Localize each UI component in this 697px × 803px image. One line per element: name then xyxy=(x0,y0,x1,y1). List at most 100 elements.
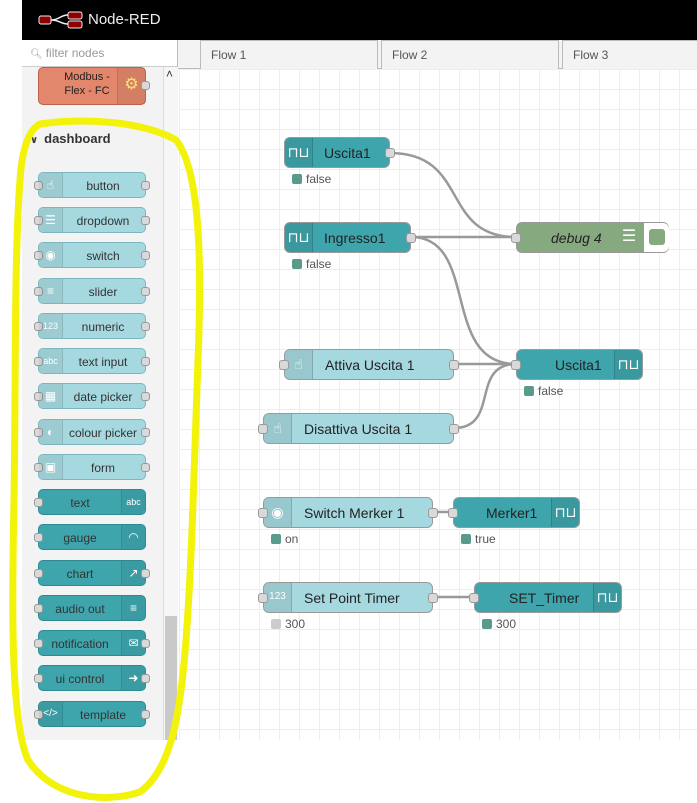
input-port[interactable] xyxy=(34,604,43,613)
debug-toggle-button[interactable] xyxy=(643,223,669,252)
app-header: Node-RED xyxy=(22,0,697,40)
input-port[interactable] xyxy=(34,498,43,507)
tab-flow-2[interactable]: Flow 2 xyxy=(381,40,559,69)
hand-pointer-icon: ☝ xyxy=(285,350,313,379)
search-icon: 🔍︎ xyxy=(30,49,43,60)
text-icon: abc xyxy=(121,490,145,514)
chevron-up-icon[interactable]: ˄ xyxy=(166,67,174,81)
input-port[interactable] xyxy=(34,674,43,683)
flow-node-set-timer[interactable]: SET_Timer ⊓⊔ xyxy=(469,582,622,613)
output-port[interactable] xyxy=(428,508,438,518)
input-port[interactable] xyxy=(258,508,268,518)
gear-icon: ⚙ xyxy=(117,68,145,104)
modbus-node-label: Modbus - Flex - FC xyxy=(64,71,110,97)
flow-node-uscita1-output[interactable]: Uscita1 ⊓⊔ xyxy=(511,349,643,380)
palette-node-modbus-flex-fc[interactable]: Modbus - Flex - FC ⚙ xyxy=(38,67,150,105)
scrollbar-thumb[interactable] xyxy=(165,616,177,740)
toggle-icon: ◉ xyxy=(264,498,292,527)
node-status: false xyxy=(292,172,331,186)
output-port[interactable] xyxy=(428,593,438,603)
input-port[interactable] xyxy=(258,424,268,434)
palette-node-label: template xyxy=(79,708,127,722)
node-status: 300 xyxy=(271,617,305,631)
flow-canvas[interactable] xyxy=(179,69,697,740)
flow-node-disattiva-uscita-1[interactable]: ☝ Disattiva Uscita 1 xyxy=(258,413,459,444)
flow-node-debug-4[interactable]: debug 4 ☰ xyxy=(511,222,669,253)
flow-node-switch-merker-1[interactable]: ◉ Switch Merker 1 xyxy=(258,497,438,528)
output-port[interactable] xyxy=(141,216,150,225)
palette-node-label: colour picker xyxy=(68,426,138,440)
node-label: debug 4 xyxy=(551,230,602,246)
status-text: false xyxy=(538,384,564,398)
output-port[interactable] xyxy=(141,251,150,260)
palette-filter-input[interactable]: 🔍︎filter nodes xyxy=(22,40,177,67)
status-dot xyxy=(292,259,302,269)
input-port[interactable] xyxy=(511,233,521,243)
output-port[interactable] xyxy=(141,181,150,190)
output-port[interactable] xyxy=(141,710,150,719)
palette-node-chart[interactable]: chart ↗ xyxy=(34,560,150,586)
tab-flow-1[interactable]: Flow 1 xyxy=(200,40,378,69)
palette-node-ui-control[interactable]: ui control ➜ xyxy=(34,665,150,691)
input-port[interactable] xyxy=(448,508,458,518)
flow-node-set-point-timer[interactable]: 123 Set Point Timer xyxy=(258,582,438,613)
palette-node-label: form xyxy=(91,461,115,475)
hand-pointer-icon: ☝ xyxy=(39,173,63,197)
flow-node-attiva-uscita-1[interactable]: ☝ Attiva Uscita 1 xyxy=(279,349,459,380)
calendar-icon: ▦ xyxy=(39,384,63,408)
palette-node-notification[interactable]: notification ✉ xyxy=(34,630,150,656)
output-port[interactable] xyxy=(141,674,150,683)
debug-toggle-icon xyxy=(649,229,665,245)
output-port[interactable] xyxy=(406,233,416,243)
palette-node-text[interactable]: text abc xyxy=(34,489,146,515)
palette-node-colour-picker[interactable]: ◐ colour picker xyxy=(34,419,150,445)
node-label: Switch Merker 1 xyxy=(304,505,405,521)
palette-node-label: text xyxy=(70,496,90,510)
flow-node-uscita1-input[interactable]: ⊓⊔ Uscita1 xyxy=(284,137,395,168)
list-icon: ☰ xyxy=(621,228,637,245)
palette-node-switch[interactable]: ◉ switch xyxy=(34,242,150,268)
palette-node-numeric[interactable]: 123 numeric xyxy=(34,313,150,339)
output-port[interactable] xyxy=(141,322,150,331)
palette-node-form[interactable]: ▣ form xyxy=(34,454,150,480)
input-port[interactable] xyxy=(34,569,43,578)
output-port[interactable] xyxy=(385,148,395,158)
output-port[interactable] xyxy=(141,357,150,366)
status-text: 300 xyxy=(496,617,517,631)
palette-node-button[interactable]: ☝ button xyxy=(34,172,150,198)
palette-node-date-picker[interactable]: ▦ date picker xyxy=(34,383,150,409)
palette-node-template[interactable]: </> template xyxy=(34,701,150,727)
code-icon: </> xyxy=(39,702,63,726)
flow-node-ingresso1[interactable]: ⊓⊔ Ingresso1 xyxy=(284,222,416,253)
flow-node-merker1[interactable]: Merker1 ⊓⊔ xyxy=(448,497,580,528)
output-port[interactable] xyxy=(449,424,459,434)
output-port[interactable] xyxy=(449,360,459,370)
palette-node-text-input[interactable]: abc text input xyxy=(34,348,150,374)
output-port[interactable] xyxy=(141,287,150,296)
sliders-icon: ≡ xyxy=(39,279,63,303)
palette-node-audio-out[interactable]: audio out ≡ xyxy=(34,595,146,621)
input-port[interactable] xyxy=(34,639,43,648)
output-port[interactable] xyxy=(141,392,150,401)
output-port[interactable] xyxy=(141,428,150,437)
palette-node-dropdown[interactable]: ☰ dropdown xyxy=(34,207,150,233)
palette-node-label: numeric xyxy=(81,320,125,334)
input-port[interactable] xyxy=(34,533,43,542)
node-status: 300 xyxy=(482,617,516,631)
category-header-dashboard[interactable]: ∨dashboard xyxy=(22,122,162,156)
node-status: false xyxy=(292,257,331,271)
input-port[interactable] xyxy=(258,593,268,603)
palette-node-gauge[interactable]: gauge ◠ xyxy=(34,524,146,550)
input-port[interactable] xyxy=(511,360,521,370)
input-port[interactable] xyxy=(469,593,479,603)
text-input-icon: abc xyxy=(39,349,63,373)
output-port[interactable] xyxy=(141,639,150,648)
tab-flow-3[interactable]: Flow 3 xyxy=(562,40,697,69)
palette-scrollbar[interactable]: ˄ xyxy=(163,67,178,740)
output-port[interactable] xyxy=(141,463,150,472)
pulse-icon: ⊓⊔ xyxy=(551,498,579,527)
output-port[interactable] xyxy=(141,81,150,90)
input-port[interactable] xyxy=(279,360,289,370)
output-port[interactable] xyxy=(141,569,150,578)
palette-node-slider[interactable]: ≡ slider xyxy=(34,278,150,304)
